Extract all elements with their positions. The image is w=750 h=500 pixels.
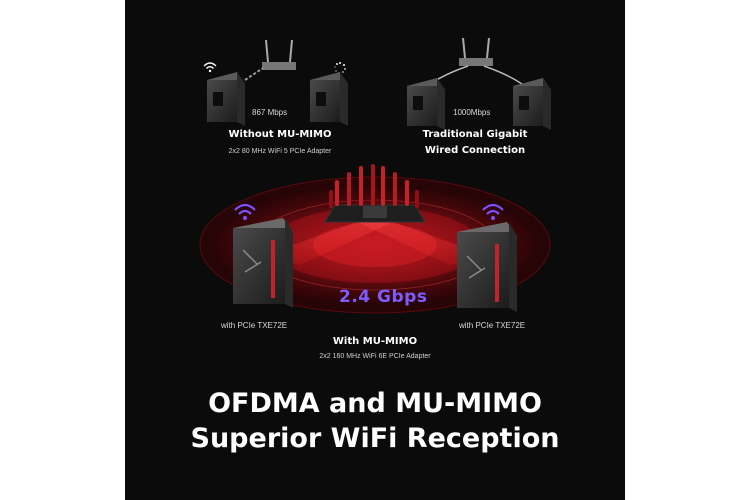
pc-tower-icon xyxy=(407,78,445,130)
wifi-icon xyxy=(482,203,504,220)
top-right-speed-label: 1000Mbps xyxy=(453,108,491,117)
mumimo-title: With MU-MIMO xyxy=(332,336,418,347)
mumimo-illustration xyxy=(199,164,551,314)
top-left-subtitle: 2x2 80 MHz WiFi 5 PCIe Adapter xyxy=(228,148,332,155)
pc-tower-icon xyxy=(457,222,517,312)
loading-spinner-icon xyxy=(334,62,346,74)
wired-connection-illustration xyxy=(407,37,551,130)
wifi-icon xyxy=(203,62,217,73)
without-mumimo-illustration xyxy=(203,39,348,126)
router-icon xyxy=(459,37,493,66)
top-right-title-line1: Traditional Gigabit xyxy=(422,129,528,140)
top-left-title: Without MU-MIMO xyxy=(228,129,332,140)
infographic-illustration xyxy=(199,37,551,314)
router-icon xyxy=(262,39,296,70)
headline-line1: OFDMA and MU-MIMO xyxy=(208,388,542,419)
top-left-speed-label: 867 Mbps xyxy=(252,108,288,117)
headline-line2: Superior WiFi Reception xyxy=(190,423,560,454)
left-pc-label: with PCIe TXE72E xyxy=(221,321,288,330)
mumimo-subtitle: 2x2 160 MHz WiFi 6E PCIe Adapter xyxy=(319,353,431,360)
pc-tower-icon xyxy=(233,218,293,308)
top-right-title-line2: Wired Connection xyxy=(424,145,526,156)
pc-tower-icon xyxy=(207,72,245,126)
right-pc-label: with PCIe TXE72E xyxy=(459,321,526,330)
mumimo-speed-label: 2.4 Gbps xyxy=(339,287,428,307)
pc-tower-icon xyxy=(513,78,551,130)
pc-tower-icon xyxy=(310,72,348,126)
router-icon xyxy=(324,164,426,223)
wifi-icon xyxy=(234,203,256,220)
infographic-panel: 867 Mbps Without MU-MIMO 2x2 80 MHz WiFi… xyxy=(125,0,625,500)
